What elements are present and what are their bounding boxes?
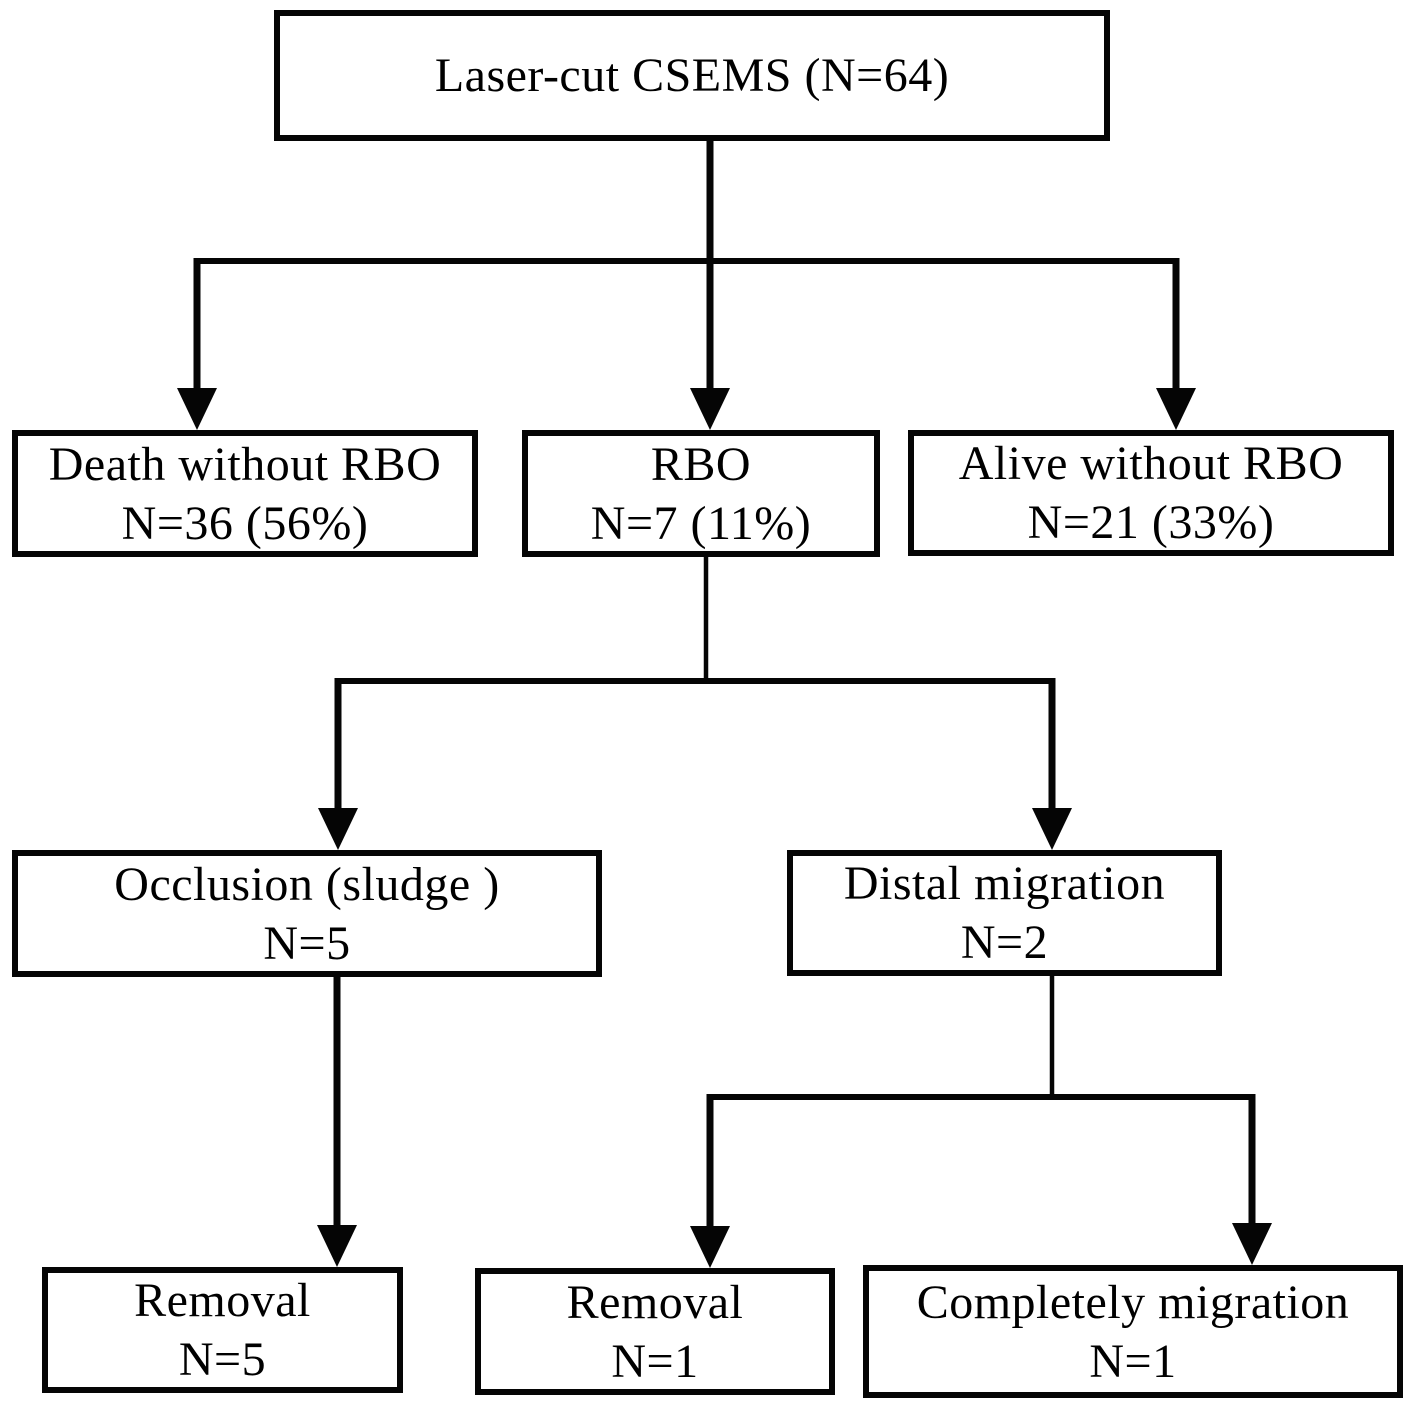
node-count: N=5 [263,916,351,970]
flow-node-removal-n5: Removal N=5 [42,1267,403,1393]
node-count: N=5 [178,1333,267,1386]
node-count: N=36 (56%) [121,496,369,550]
node-label: Removal [566,1275,744,1329]
flow-node-distal-migration: Distal migration N=2 [787,850,1222,976]
edge-distal-to-row4 [690,975,1272,1268]
edge-occlusion-to-removal5 [317,975,357,1267]
node-label: Removal [134,1274,311,1327]
edge-rbo-to-row3 [318,555,1072,850]
flow-node-occlusion-sludge: Occlusion (sludge ) N=5 [12,850,602,977]
node-label: Distal migration [843,857,1166,910]
node-count: N=1 [1089,1334,1177,1388]
node-count: N=21 (33%) [1027,496,1275,549]
flow-node-death-without-rbo: Death without RBO N=36 (56%) [12,430,478,557]
flow-node-laser-cut-csems: Laser-cut CSEMS (N=64) [274,10,1110,141]
flow-node-rbo: RBO N=7 (11%) [522,430,880,557]
node-label: Occlusion (sludge ) [114,857,500,911]
node-label: Death without RBO [48,437,442,491]
node-label: Laser-cut CSEMS (N=64) [434,49,950,102]
node-label: Completely migration [916,1275,1350,1329]
edge-root-to-row2 [177,138,1196,430]
node-count: N=7 (11%) [590,496,812,550]
node-count: N=2 [960,916,1049,969]
node-label: Alive without RBO [958,437,1344,490]
flow-node-removal-n1: Removal N=1 [475,1268,835,1395]
node-count: N=1 [611,1334,699,1388]
flow-node-completely-migration: Completely migration N=1 [863,1265,1403,1398]
flow-node-alive-without-rbo: Alive without RBO N=21 (33%) [908,430,1394,556]
node-label: RBO [650,437,752,491]
